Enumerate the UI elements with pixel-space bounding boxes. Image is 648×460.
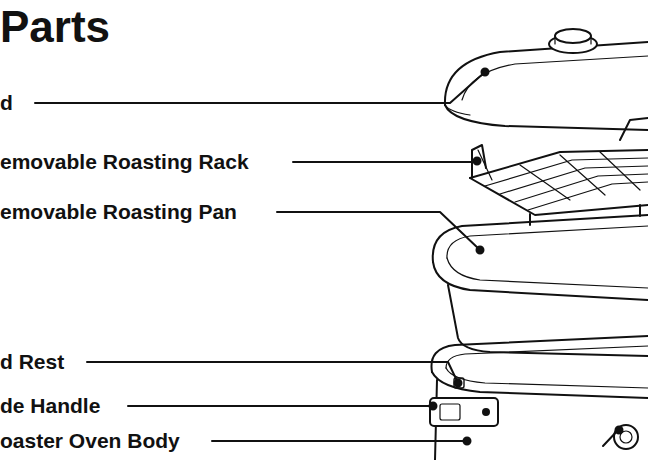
rack-drawing (470, 118, 648, 225)
part-name: de Handle (0, 393, 100, 419)
part-name: d Rest (0, 349, 64, 375)
part-name: emovable Roasting Pan (0, 199, 237, 225)
part-name: oaster Oven Body (0, 428, 180, 454)
part-name: emovable Roasting Rack (0, 149, 249, 175)
part-name: d (0, 90, 13, 116)
leader-lines (35, 69, 623, 447)
oven-body-drawing (430, 336, 648, 460)
diagram-title: Parts (0, 2, 110, 52)
